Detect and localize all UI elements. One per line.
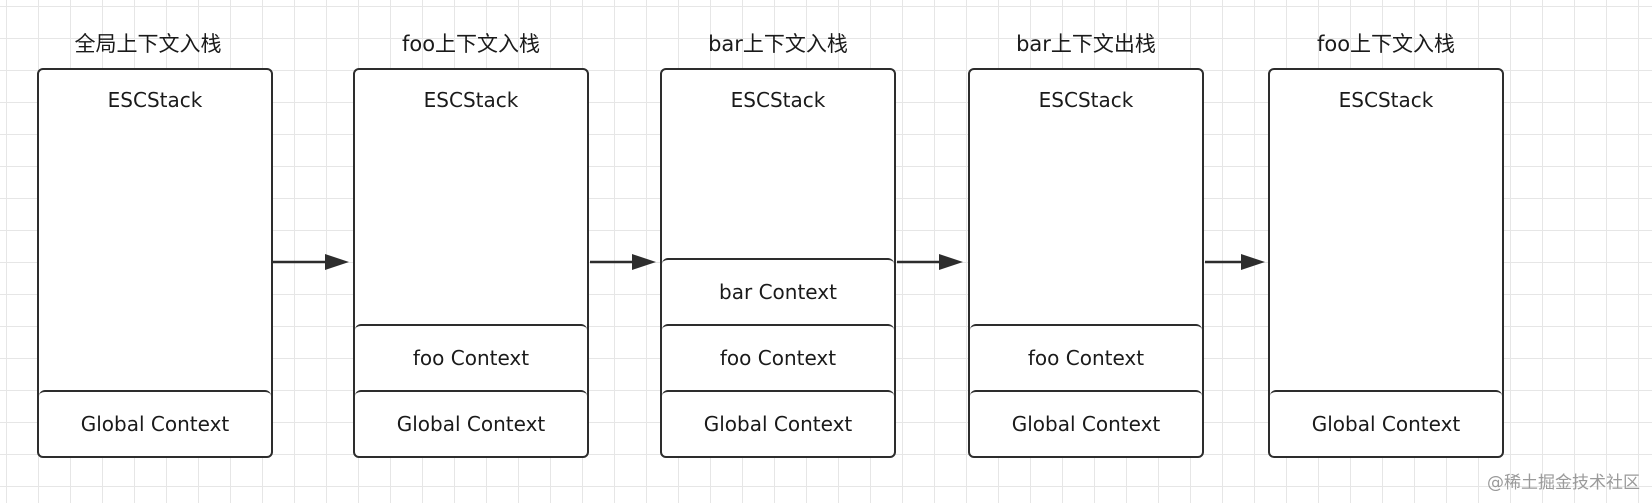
frame-foo-context: foo Context bbox=[355, 324, 587, 390]
watermark: @稀土掘金技术社区 bbox=[1487, 473, 1640, 493]
stack-2: ESCStack foo Context Global Context bbox=[353, 68, 589, 458]
frame-foo-context: foo Context bbox=[970, 324, 1202, 390]
stack-4: ESCStack foo Context Global Context bbox=[968, 68, 1204, 458]
stack-label: ESCStack bbox=[730, 88, 826, 112]
stage-title-1: 全局上下文入栈 bbox=[74, 32, 222, 56]
frame-foo-context: foo Context bbox=[662, 324, 894, 390]
stack-1: ESCStack Global Context bbox=[37, 68, 273, 458]
stage-title-5: foo上下文入栈 bbox=[1316, 32, 1456, 56]
frame-global-context: Global Context bbox=[39, 390, 271, 456]
stack-label: ESCStack bbox=[107, 88, 203, 112]
stack-3: ESCStack bar Context foo Context Global … bbox=[660, 68, 896, 458]
arrow-right-icon bbox=[590, 254, 656, 270]
arrow-right-icon bbox=[897, 254, 963, 270]
frame-global-context: Global Context bbox=[355, 390, 587, 456]
frame-global-context: Global Context bbox=[970, 390, 1202, 456]
stack-label: ESCStack bbox=[1338, 88, 1434, 112]
stack-label: ESCStack bbox=[1038, 88, 1134, 112]
stage-title-3: bar上下文入栈 bbox=[708, 32, 848, 56]
stage-title-4: bar上下文出栈 bbox=[1016, 32, 1156, 56]
arrow-right-icon bbox=[1205, 254, 1265, 270]
frame-bar-context: bar Context bbox=[662, 258, 894, 324]
frame-global-context: Global Context bbox=[662, 390, 894, 456]
stack-5: ESCStack Global Context bbox=[1268, 68, 1504, 458]
arrow-right-icon bbox=[273, 254, 349, 270]
stack-label: ESCStack bbox=[423, 88, 519, 112]
stage-title-2: foo上下文入栈 bbox=[401, 32, 541, 56]
frame-global-context: Global Context bbox=[1270, 390, 1502, 456]
